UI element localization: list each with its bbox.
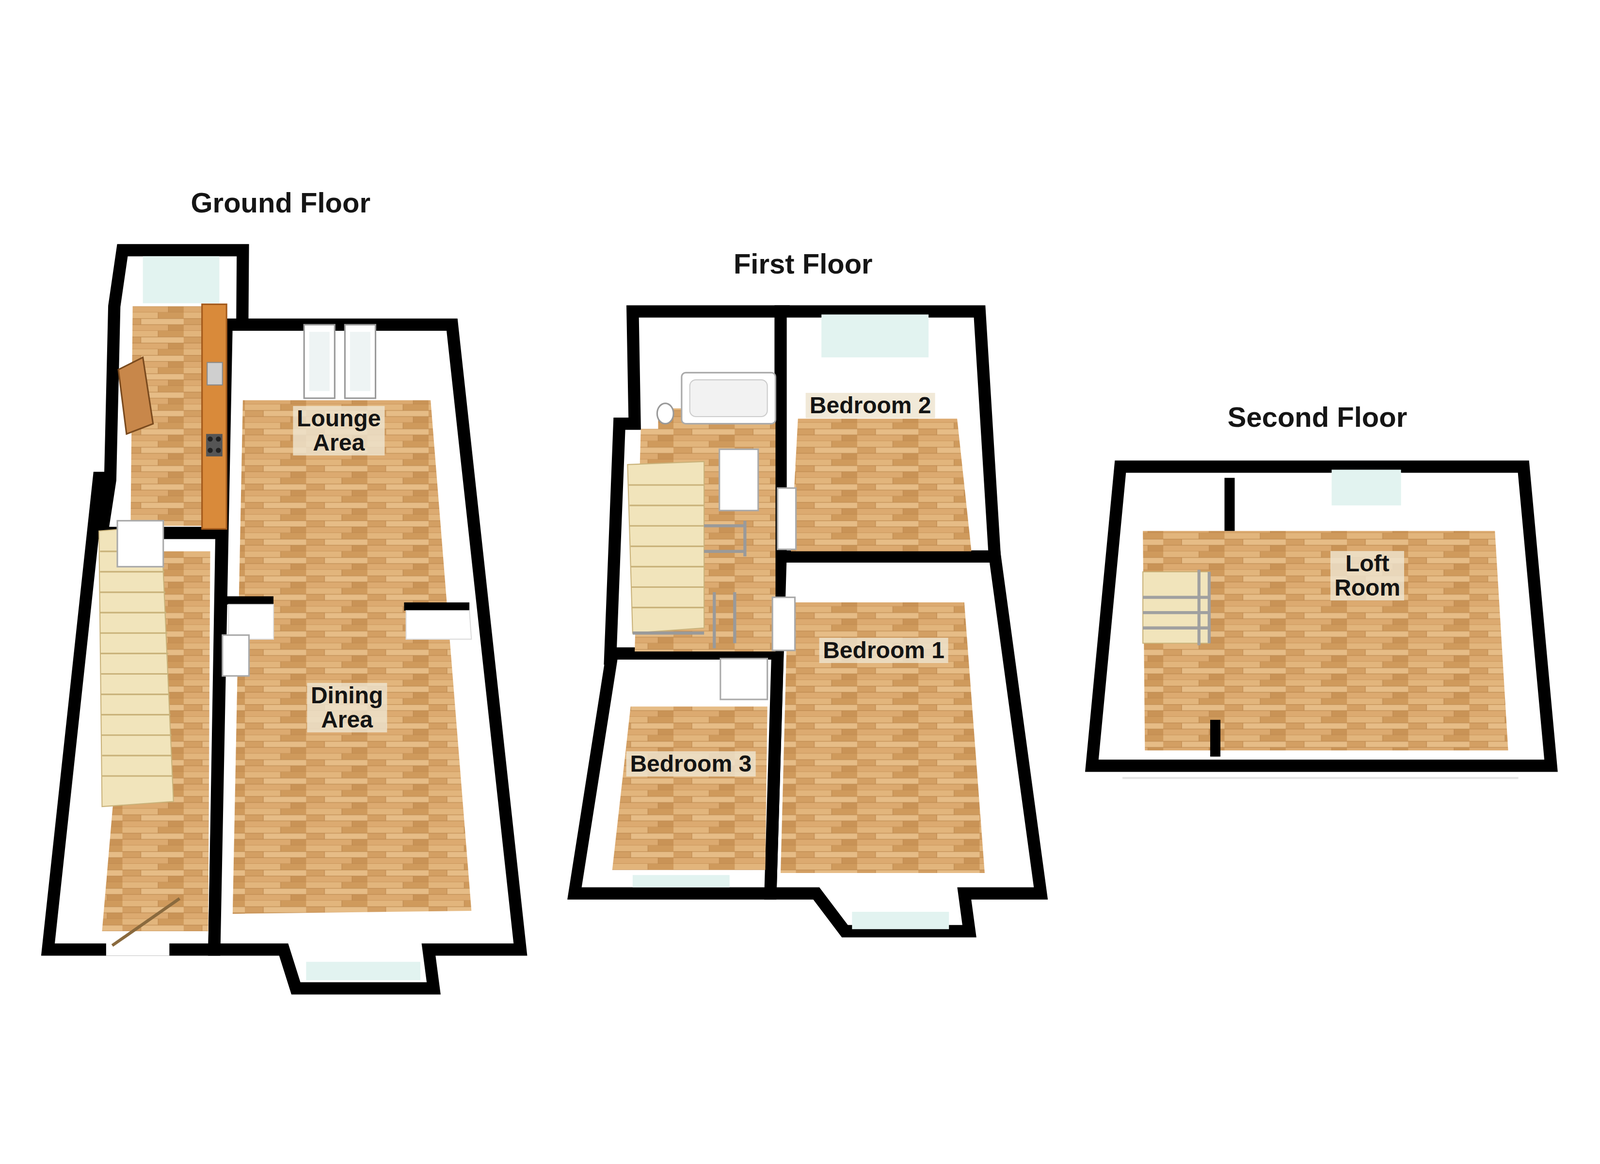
hob xyxy=(206,433,223,457)
lounge-dining-walls xyxy=(214,324,521,988)
lounge-dining-floor xyxy=(232,400,472,914)
bedroom-2-walls xyxy=(780,311,995,560)
patio-door xyxy=(344,324,376,399)
bedroom-2-floor xyxy=(790,418,972,552)
plan-detail xyxy=(215,447,222,453)
floor-heading: Ground Floor xyxy=(191,185,371,219)
plan-detail xyxy=(350,331,371,391)
bath xyxy=(681,372,776,424)
ground-line xyxy=(1122,776,1519,779)
plan-detail xyxy=(207,447,213,453)
room-label: Loft Room xyxy=(1330,550,1405,601)
bedroom-3-floor xyxy=(612,706,768,870)
sink xyxy=(207,362,223,385)
wall-stub xyxy=(1224,477,1235,531)
room-area: Lounge Area xyxy=(236,398,434,603)
bay-window xyxy=(851,911,949,929)
wall-stub-face xyxy=(406,610,472,640)
door xyxy=(720,658,768,700)
kitchen-walls xyxy=(101,250,243,533)
floor-heading: Second Floor xyxy=(1227,400,1408,433)
front-door xyxy=(112,898,180,946)
plan-detail xyxy=(689,379,768,417)
kitchen-window xyxy=(143,256,220,304)
plan-detail xyxy=(215,436,222,442)
room-label: Lounge Area xyxy=(292,406,385,456)
loft-walls xyxy=(1091,466,1552,766)
window xyxy=(1331,469,1401,506)
door xyxy=(719,448,759,511)
stair-railing xyxy=(632,520,746,649)
room-area: Loft Room xyxy=(1142,510,1501,751)
bedroom-1-walls xyxy=(770,556,1041,931)
floor-heading: First Floor xyxy=(733,247,873,280)
room-area: Bedroom 2 xyxy=(787,387,970,552)
hall-walls xyxy=(48,477,223,950)
window xyxy=(821,314,929,357)
room-label: Dining Area xyxy=(306,682,387,733)
floor-plan-group: Second FloorLoft Room xyxy=(1081,387,1562,782)
room-label: Bedroom 3 xyxy=(625,751,756,777)
bedroom-3-walls xyxy=(574,653,778,894)
back-door xyxy=(118,357,154,434)
bath-landing-walls xyxy=(610,311,784,659)
hall-door xyxy=(117,520,164,567)
bedroom-1-floor xyxy=(780,602,985,873)
worktop xyxy=(202,304,227,529)
room-area: Bedroom 1 xyxy=(783,602,980,873)
basin xyxy=(656,403,674,424)
patio-door xyxy=(304,324,335,399)
room-area: Dining Area xyxy=(232,612,470,914)
bay-window xyxy=(305,961,421,980)
stair-treads xyxy=(628,484,704,608)
plan-detail xyxy=(207,436,213,442)
wall-stub xyxy=(1210,719,1221,757)
dining-door xyxy=(222,634,250,676)
room-label: Bedroom 1 xyxy=(818,637,949,663)
door xyxy=(772,597,795,651)
wall-stub xyxy=(226,595,274,605)
wall-stub xyxy=(403,602,470,611)
stair-railing xyxy=(1142,569,1210,646)
window xyxy=(632,874,730,887)
loft-floor xyxy=(1142,530,1508,751)
floor-plan-group: Ground FloorLounge AreaDining Area xyxy=(40,173,531,1001)
floor-plan-group: First FloorBedroom 2 Bedroom 1 Bedroom 3 xyxy=(566,234,1052,940)
stairs xyxy=(627,461,704,634)
first-floor-plan xyxy=(574,311,1041,931)
ground-floor-plan xyxy=(48,250,521,989)
room-area: Bedroom 3 xyxy=(612,668,768,870)
stair-treads xyxy=(99,551,173,776)
plan-detail xyxy=(309,331,330,391)
second-floor-plan xyxy=(1091,466,1552,778)
stairs xyxy=(98,525,174,807)
room-label: Bedroom 2 xyxy=(805,392,936,418)
wall-stub-face xyxy=(228,604,274,640)
door xyxy=(777,487,797,549)
